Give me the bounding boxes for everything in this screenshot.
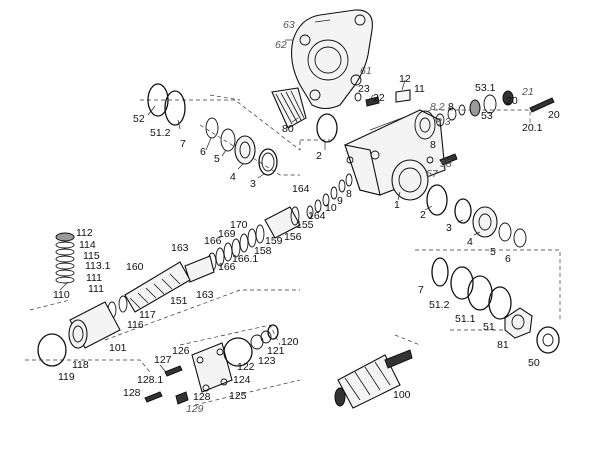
label-123: 123: [258, 355, 276, 367]
label-170: 170: [230, 219, 248, 231]
label-6-right: 6: [505, 253, 511, 265]
label-156: 156: [284, 231, 302, 243]
label-151: 151: [170, 295, 188, 307]
label-53: 53: [481, 110, 493, 122]
label-155: 155: [296, 219, 314, 231]
fittings-top: [354, 89, 555, 166]
label-110: 110: [53, 289, 70, 301]
label-21: 21: [521, 86, 534, 98]
label-6-top: 6: [200, 146, 206, 158]
label-20-right: 20: [548, 109, 560, 121]
label-10: 10: [325, 202, 337, 214]
bracket-part-61: [285, 9, 373, 110]
label-7-top: 7: [180, 138, 186, 150]
bolts-128: [144, 365, 189, 405]
label-117: 117: [139, 309, 156, 321]
label-166-a: 166: [204, 235, 222, 247]
label-128-1: 128.1: [137, 374, 163, 386]
label-11: 11: [414, 83, 425, 95]
label-163-top: 163: [171, 242, 189, 254]
label-5-right: 5: [490, 246, 496, 258]
label-166-1: 166.1: [232, 253, 258, 265]
label-125: 125: [229, 390, 247, 402]
label-128-b: 128: [193, 391, 211, 403]
valve-housing-101: [37, 301, 121, 367]
assembly-guide-lines: [25, 94, 561, 406]
label-118: 118: [72, 359, 89, 371]
label-12: 12: [399, 73, 411, 85]
label-2-top: 2: [316, 150, 322, 162]
label-80: 80: [282, 123, 294, 135]
label-114: 114: [79, 239, 96, 251]
label-128-a: 128: [123, 387, 141, 399]
label-20-top: 20: [506, 95, 518, 107]
label-115: 115: [83, 250, 100, 262]
label-122: 122: [237, 361, 255, 373]
bearing-stack-lower-right: [431, 257, 560, 354]
label-51-1: 51.1: [455, 313, 476, 325]
label-3-right: 3: [446, 222, 452, 234]
label-163-bottom: 163: [196, 289, 214, 301]
label-4-right: 4: [467, 236, 473, 248]
label-51-2-top: 51.2: [150, 127, 171, 139]
label-111-a: 111: [86, 272, 102, 284]
label-111-b: 111: [88, 283, 104, 295]
label-121: 121: [267, 345, 285, 357]
label-129: 129: [186, 403, 204, 415]
bearing-stack-right: [426, 184, 527, 248]
label-7-lower: 7: [418, 284, 424, 296]
label-164-a: 164: [292, 183, 310, 195]
label-116: 116: [127, 319, 144, 331]
label-166-b: 166: [218, 261, 236, 273]
label-57: 57: [426, 168, 439, 180]
label-8-top: 8: [448, 101, 454, 113]
label-113-1: 113.1: [85, 260, 111, 272]
label-101: 101: [109, 342, 127, 354]
label-100: 100: [393, 389, 411, 401]
label-3-top: 3: [250, 178, 256, 190]
label-22: 22: [373, 92, 385, 104]
label-81: 81: [497, 339, 509, 351]
leader-lines: [59, 79, 481, 373]
label-169: 169: [218, 228, 236, 240]
label-51-2-lower: 51.2: [429, 299, 450, 311]
label-4-top: 4: [230, 171, 236, 183]
label-50: 50: [528, 357, 540, 369]
steering-housing-1: [344, 109, 446, 201]
label-5-top: 5: [214, 153, 220, 165]
label-8-2: 8.2: [430, 101, 445, 113]
label-164-b: 164: [308, 210, 326, 222]
part-labels: 63 62 61 12 11 23 22 8.2 8 8.3 53.1 21 2…: [53, 19, 560, 415]
ring-chain-middle: [264, 173, 353, 239]
valve-stack-left: [55, 232, 75, 284]
label-52: 52: [133, 113, 145, 125]
label-8-3: 8.3: [436, 116, 451, 128]
label-160: 160: [126, 261, 144, 273]
label-2-right: 2: [420, 209, 426, 221]
label-120: 120: [281, 336, 299, 348]
label-127: 127: [154, 354, 172, 366]
label-9: 9: [337, 195, 343, 207]
label-53-1: 53.1: [475, 82, 496, 94]
label-62: 62: [275, 39, 287, 51]
rack-piston-100: [334, 349, 413, 409]
label-58: 58: [440, 158, 452, 170]
bearing-stack-left: [147, 83, 278, 176]
label-126: 126: [172, 345, 190, 357]
label-112: 112: [76, 227, 93, 239]
label-158: 158: [254, 245, 272, 257]
cover-plate-125: [191, 324, 279, 393]
label-159: 159: [265, 235, 283, 247]
label-119: 119: [58, 371, 75, 383]
label-8-chain: 8: [346, 188, 352, 200]
label-1: 1: [394, 199, 400, 211]
label-20-1: 20.1: [522, 122, 543, 134]
label-23: 23: [358, 83, 370, 95]
label-8-mid: 8: [430, 139, 436, 151]
label-51: 51: [483, 321, 495, 333]
label-63: 63: [283, 19, 295, 31]
label-61: 61: [360, 65, 372, 77]
label-124: 124: [233, 374, 251, 386]
